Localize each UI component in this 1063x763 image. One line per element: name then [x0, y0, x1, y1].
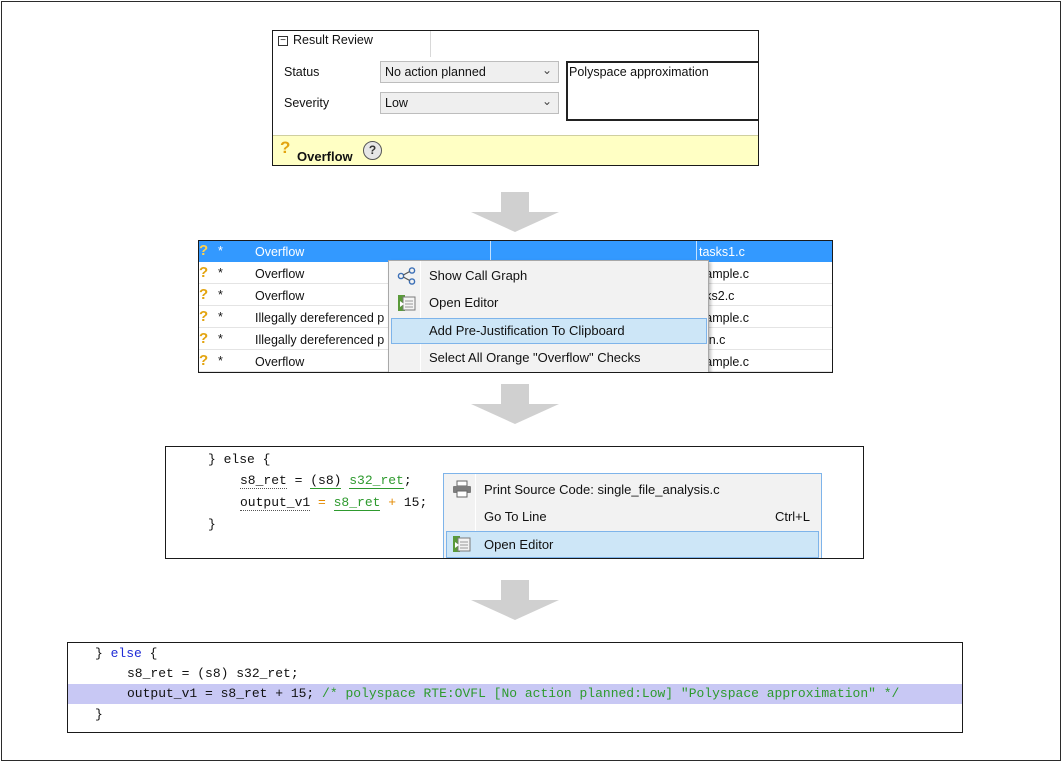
code-token: ;: [403, 473, 412, 488]
menu-item-label: Select All Orange "Overflow" Checks: [429, 350, 641, 365]
row-file: xample.c: [699, 311, 750, 325]
code-token: =: [286, 473, 311, 488]
code-token[interactable]: +: [380, 495, 404, 510]
row-flag: *: [218, 244, 223, 258]
severity-label: Severity: [284, 96, 330, 110]
chevron-down-icon: ⌄: [541, 94, 552, 108]
severity-value: Low: [385, 96, 408, 110]
row-flag: *: [218, 288, 223, 302]
code-token: 15;: [403, 495, 428, 510]
row-flag: *: [218, 266, 223, 280]
source-code-panel: } else { s8_ret = (s8) s32_ret; ▽ output…: [165, 446, 864, 559]
status-value: No action planned: [385, 65, 486, 79]
row-check: Illegally dereferenced p: [255, 311, 385, 325]
orange-check-icon: ?: [199, 264, 209, 281]
row-check: Illegally dereferenced p: [255, 333, 385, 347]
code-token[interactable]: =: [310, 495, 334, 510]
open-editor-icon: [453, 536, 471, 552]
row-flag: *: [218, 354, 223, 368]
orange-check-icon: ?: [199, 308, 209, 325]
row-flag: *: [218, 332, 223, 346]
orange-check-icon: ?: [199, 330, 209, 347]
menu-item-label: Show Call Graph: [429, 268, 528, 283]
result-review-panel: − Result Review Status No action planned…: [272, 30, 759, 166]
call-graph-icon: [397, 267, 416, 285]
editor-panel: } else { s8_ret = (s8) s32_ret; output_v…: [67, 642, 963, 733]
code-token: {: [141, 646, 158, 661]
code-comment: /* polyspace RTE:OVFL [No action planned…: [322, 686, 900, 701]
printer-icon: [453, 480, 471, 498]
severity-dropdown[interactable]: Low ⌄: [380, 92, 559, 114]
open-editor-icon: [398, 295, 416, 311]
menu-item-add-pre-justification[interactable]: Add Pre-Justification To Clipboard: [391, 318, 707, 344]
comment-field[interactable]: Polyspace approximation: [566, 61, 758, 121]
code-line: output_v1 = s8_ret + 15;: [240, 495, 428, 511]
row-file: xample.c: [699, 267, 750, 281]
down-arrow-icon: [471, 580, 559, 620]
menu-item-go-to-line[interactable]: Go To Line Ctrl+L: [446, 503, 819, 530]
row-check: Overflow: [255, 355, 305, 369]
menu-item-print-source-code[interactable]: Print Source Code: single_file_analysis.…: [446, 476, 819, 503]
code-line: }: [95, 707, 103, 722]
menu-item-label: Add Pre-Justification To Clipboard: [429, 323, 625, 338]
code-line: s8_ret = (s8) s32_ret;: [127, 666, 299, 681]
context-menu: Print Source Code: single_file_analysis.…: [443, 473, 822, 558]
row-file: xample.c: [699, 355, 750, 369]
orange-check-icon: ?: [280, 138, 291, 157]
code-token: }: [95, 646, 111, 661]
check-info-bar: ? Overflow ?: [273, 135, 758, 165]
section-title: Result Review: [293, 33, 373, 47]
code-token[interactable]: output_v1: [240, 495, 311, 511]
orange-check-icon: ?: [199, 286, 209, 303]
orange-check-icon: ?: [199, 242, 209, 259]
menu-item-select-all-orange[interactable]: Select All Orange "Overflow" Checks: [391, 345, 707, 371]
results-list-panel: ? * Overflow tasks1.c ? * Overflow xampl…: [198, 240, 833, 373]
result-review-header[interactable]: − Result Review: [273, 31, 431, 57]
menu-gutter: [475, 474, 476, 558]
context-menu: Show Call Graph Open Editor Add Pre-Just…: [388, 260, 709, 372]
code-keyword: else: [110, 646, 142, 661]
menu-item-shortcut: Ctrl+L: [774, 509, 810, 524]
code-line: s8_ret = (s8) s32_ret;: [240, 473, 412, 489]
menu-gutter: [420, 261, 421, 372]
menu-item-open-editor[interactable]: Open Editor: [446, 531, 819, 558]
status-label: Status: [284, 65, 320, 79]
code-token[interactable]: s32_ret: [349, 473, 404, 489]
menu-item-show-call-graph[interactable]: Show Call Graph: [391, 263, 707, 289]
chevron-down-icon: ⌄: [541, 63, 552, 77]
code-token: output_v1 = s8_ret + 15;: [127, 686, 323, 701]
row-check: Overflow: [255, 289, 305, 303]
row-flag: *: [218, 310, 223, 324]
table-row[interactable]: ? * Overflow tasks1.c: [199, 241, 832, 262]
column-divider: [490, 241, 491, 262]
code-token[interactable]: s8_ret: [240, 473, 287, 489]
status-dropdown[interactable]: No action planned ⌄: [380, 61, 559, 83]
row-file: tasks1.c: [699, 245, 745, 259]
column-divider: [696, 241, 697, 262]
menu-item-label: Go To Line: [484, 509, 547, 524]
down-arrow-icon: [471, 192, 559, 232]
code-line: }: [208, 517, 216, 532]
row-check: Overflow: [255, 267, 305, 281]
row-check: Overflow: [255, 245, 305, 259]
highlighted-code-line[interactable]: output_v1 = s8_ret + 15; /* polyspace RT…: [68, 684, 962, 704]
collapse-icon[interactable]: −: [278, 36, 288, 46]
menu-item-label: Open Editor: [429, 295, 499, 310]
help-icon[interactable]: ?: [363, 141, 382, 160]
code-line: } else {: [68, 644, 962, 664]
code-line: } else {: [208, 452, 271, 467]
down-arrow-icon: [471, 384, 559, 424]
menu-item-open-editor[interactable]: Open Editor: [391, 290, 707, 316]
check-name: Overflow: [297, 149, 353, 164]
code-token[interactable]: (s8): [310, 473, 342, 489]
menu-item-label: Print Source Code: single_file_analysis.…: [484, 482, 720, 497]
orange-check-icon: ?: [199, 352, 209, 369]
menu-item-label: Open Editor: [484, 537, 554, 552]
code-token[interactable]: s8_ret: [333, 495, 381, 511]
